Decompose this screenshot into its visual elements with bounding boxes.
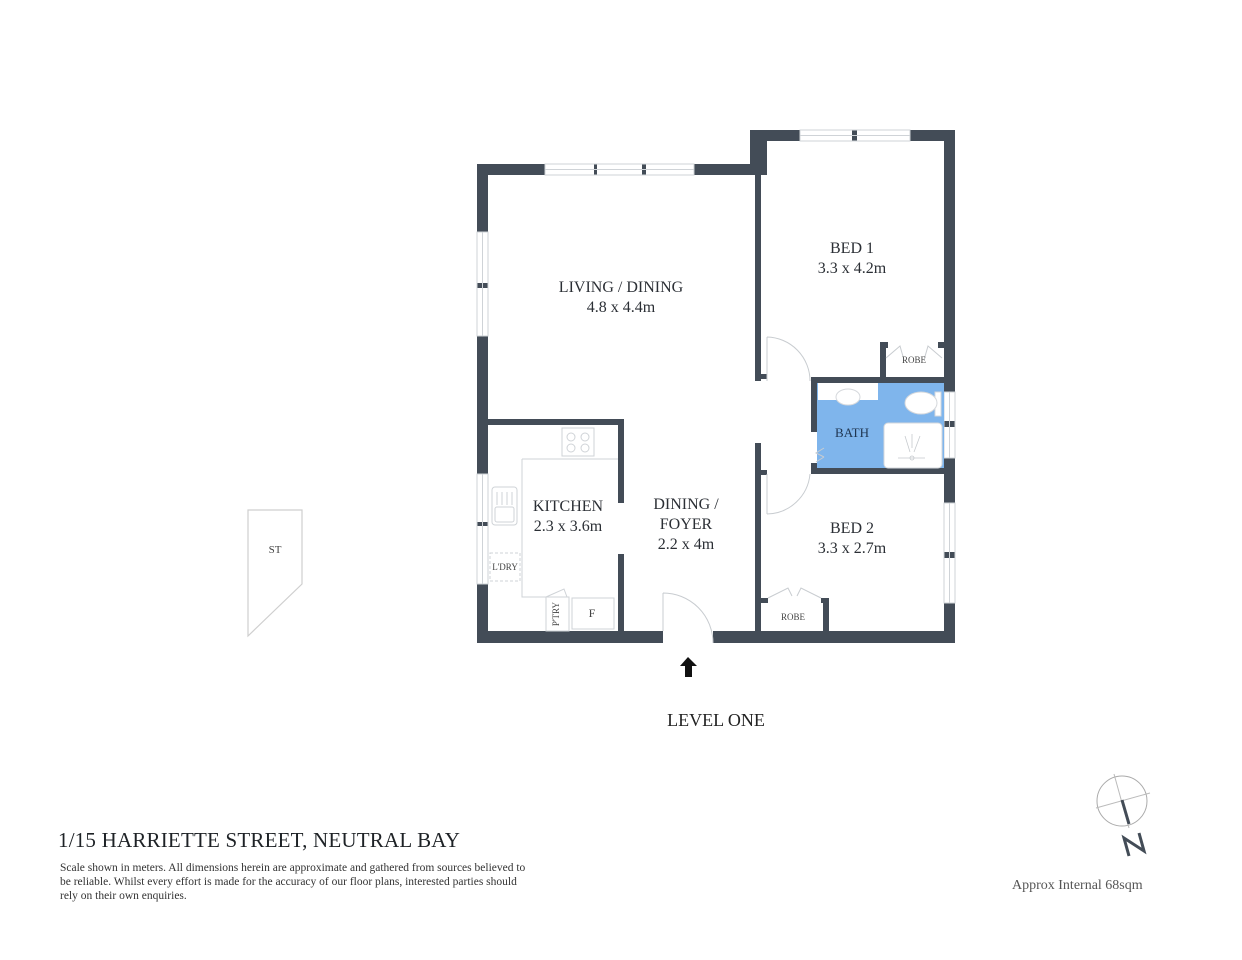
room-bed-2: BED 2 3.3 x 2.7m <box>818 519 886 559</box>
room-size: 3.3 x 2.7m <box>817 540 887 557</box>
windows <box>476 129 956 604</box>
room-dining-foyer: DINING / FOYER 2.2 x 4m <box>653 495 718 555</box>
fridge-label: F <box>588 606 596 620</box>
pantry-label: P'TRY <box>551 601 561 627</box>
shower-icon <box>898 434 925 461</box>
room-bath: BATH <box>835 423 869 443</box>
room-kitchen: KITCHEN 2.3 x 3.6m <box>533 497 603 537</box>
room-living-dining: LIVING / DINING 4.8 x 4.4m <box>559 278 683 318</box>
room-bed-1: BED 1 3.3 x 4.2m <box>818 239 886 279</box>
laundry-label: L'DRY <box>492 562 518 572</box>
robe-label-bed2: ROBE <box>780 612 806 622</box>
room-name: DINING / <box>653 496 719 513</box>
kitchen-fixtures <box>489 427 618 632</box>
north-compass-icon <box>1095 773 1151 857</box>
storage-label: ST <box>268 544 282 556</box>
room-size: 2.2 x 4m <box>657 536 715 553</box>
entry-arrow-icon <box>680 657 697 677</box>
room-size: 3.3 x 4.2m <box>817 260 887 277</box>
room-name: BATH <box>835 425 869 440</box>
bath-fixtures <box>818 383 943 469</box>
room-name-2: FOYER <box>659 516 713 533</box>
room-name: LIVING / DINING <box>558 279 684 296</box>
robe-label-bed1: ROBE <box>901 355 927 365</box>
disclaimer-text: Scale shown in meters. All dimensions he… <box>60 862 526 902</box>
property-address: 1/15 HARRIETTE STREET, NEUTRAL BAY <box>58 828 461 852</box>
room-size: 2.3 x 3.6m <box>533 518 603 535</box>
doors <box>662 336 943 644</box>
level-label: LEVEL ONE <box>667 710 765 730</box>
approx-area: Approx Internal 68sqm <box>1012 878 1143 893</box>
room-name: BED 2 <box>829 520 874 537</box>
room-name: KITCHEN <box>532 498 604 515</box>
room-name: BED 1 <box>829 240 874 257</box>
storage-outline <box>247 509 303 638</box>
room-size: 4.8 x 4.4m <box>586 299 656 316</box>
